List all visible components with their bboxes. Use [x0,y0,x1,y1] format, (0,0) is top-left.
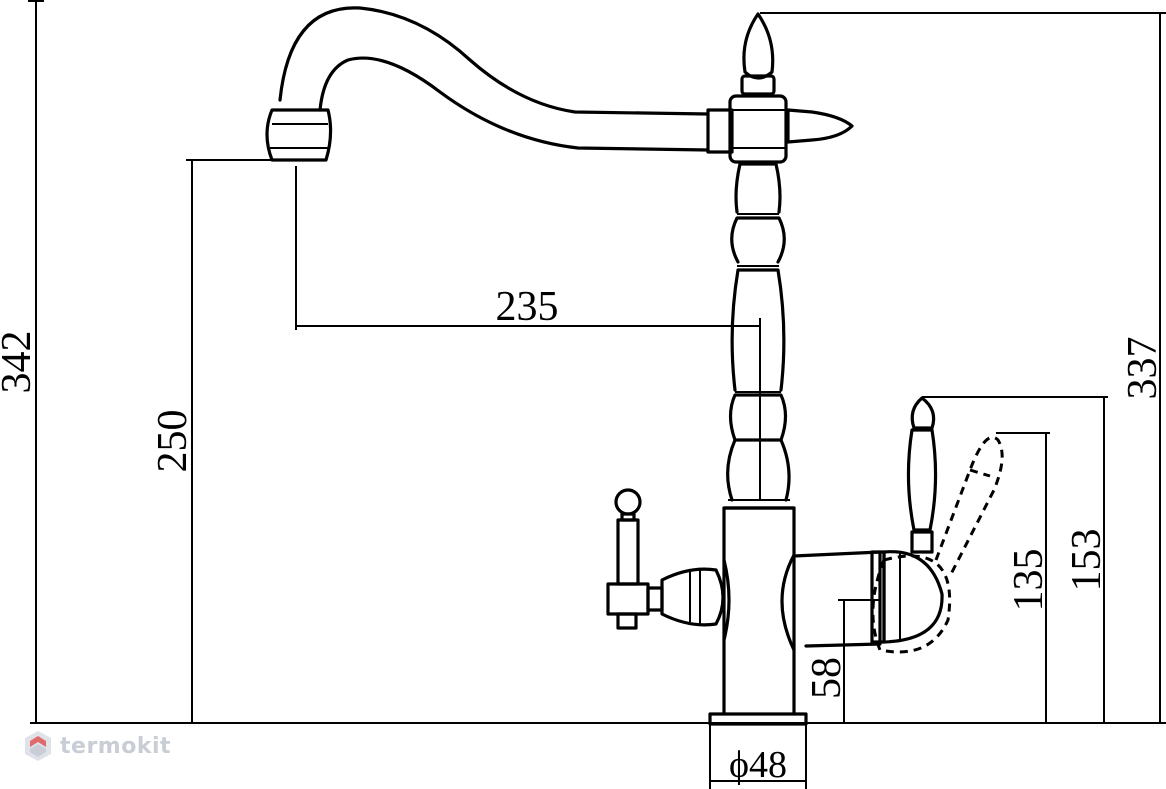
spout [265,6,710,162]
faucet-body [706,12,854,726]
left-handle [606,488,725,630]
top-cap-block [728,94,788,164]
spout-lower-edge [318,56,710,152]
right-lever-body [906,428,938,532]
watermark: termokit [24,726,171,766]
left-handle-block [606,582,650,616]
label-135: 135 [1006,549,1052,612]
left-handle-stem [616,518,640,586]
spout-connector [706,108,734,154]
dimension-handshower-height: 135 [996,432,1052,723]
dimension-outlet-height: 58 [804,599,880,723]
right-handle [792,396,1004,654]
column-segment-1 [726,438,791,502]
right-lever-top [910,396,936,430]
right-arm [792,550,882,648]
dimension-base-diameter: ϕ48 [709,723,807,789]
watermark-logo-icon [25,731,51,761]
base-plate [708,712,808,726]
left-handle-knob [614,488,642,516]
dimension-spout-height: 250 [150,159,296,723]
handshower-base-outline [871,554,952,654]
label-235: 235 [496,284,559,330]
column-segment-3 [730,216,786,264]
dimension-lever-height: 153 [922,396,1110,723]
spout-upper-edge [278,6,710,116]
label-diameter: ϕ48 [729,744,787,786]
column-segment-2 [730,268,786,392]
dimension-spout-reach: 235 [295,166,761,500]
dimension-right-height: 337 [760,12,1166,723]
left-valve-body [660,567,725,627]
handshower-outline [934,435,1004,577]
aerator [265,108,333,162]
right-valve-cap [882,550,944,644]
top-finial [742,12,775,80]
label-153: 153 [1064,529,1110,592]
label-58: 58 [804,657,850,699]
dimension-overall-height: 342 [0,0,44,723]
label-337: 337 [1120,337,1166,400]
column-segment-4 [734,162,782,214]
watermark-text: termokit [60,733,172,759]
label-250: 250 [150,410,196,473]
side-finial [786,108,854,144]
label-342: 342 [0,331,40,394]
